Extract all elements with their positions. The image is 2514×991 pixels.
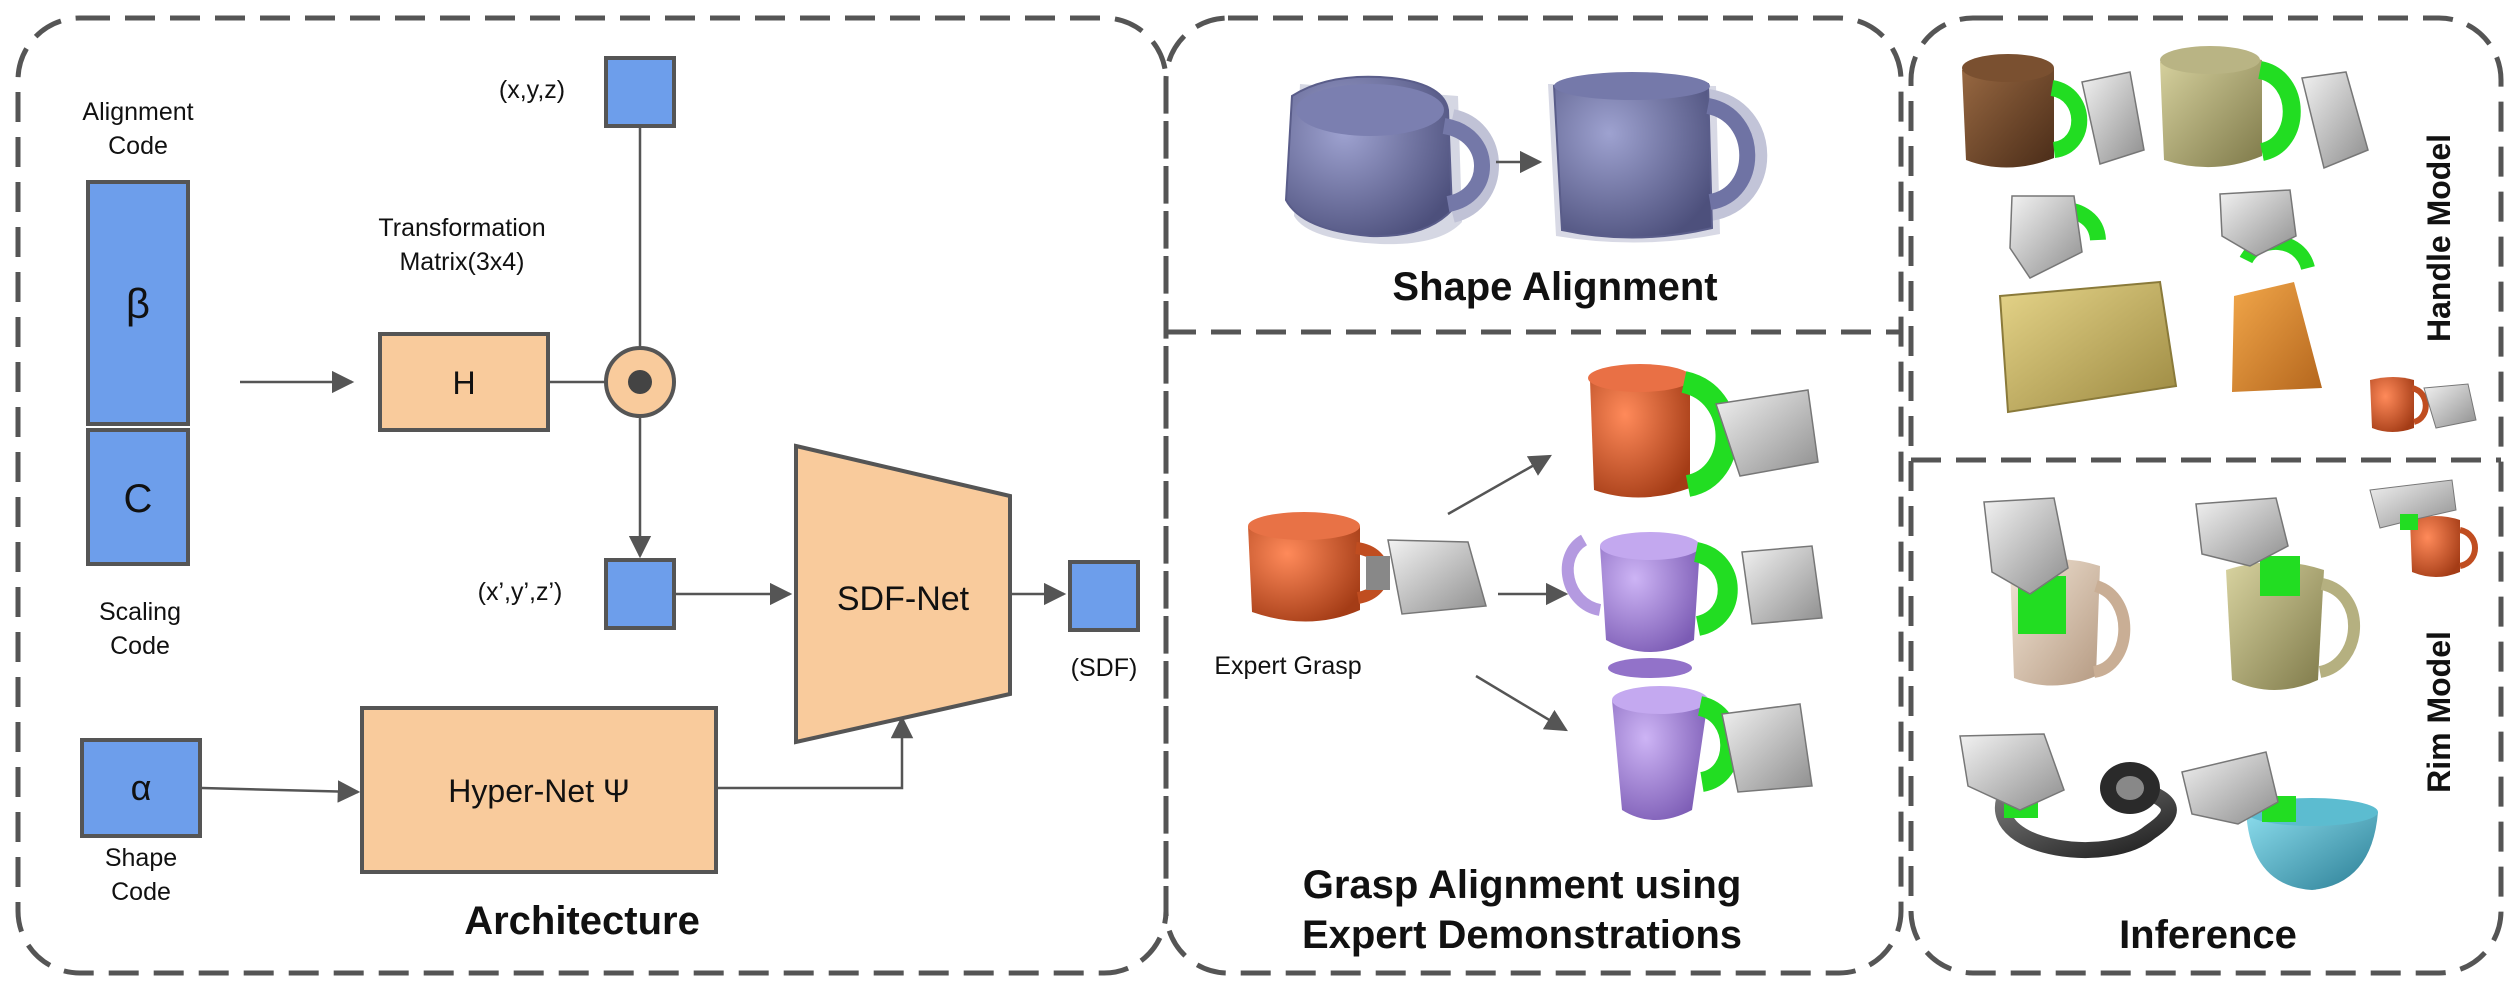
alignment-code-label-line1: Alignment bbox=[82, 98, 193, 126]
alignment-panel-border bbox=[1163, 15, 1904, 976]
h-matrix-box bbox=[378, 332, 550, 432]
handle-amber-bag bbox=[2219, 189, 2322, 392]
inference-section: Handle Model Rim Model Inference bbox=[1959, 46, 2478, 957]
expert-grasp-label: Expert Grasp bbox=[1214, 652, 1361, 680]
shape-code-label-line1: Shape bbox=[105, 844, 177, 872]
grasp-alignment-title-line2: Expert Demonstrations bbox=[1302, 913, 1742, 957]
h-label: H bbox=[452, 365, 475, 401]
shape-code-label-line2: Code bbox=[111, 878, 171, 906]
handle-small-orange-mug bbox=[2370, 377, 2477, 432]
sdf-output-label: (SDF) bbox=[1071, 654, 1138, 682]
alpha-code-box bbox=[80, 738, 202, 838]
architecture-diagram: β C Alignment Code Scaling Code Transfor… bbox=[80, 56, 1140, 943]
xyz-input-box bbox=[604, 56, 676, 128]
transferred-grasp-orange-mug bbox=[1588, 364, 1819, 498]
sdf-output-box bbox=[1068, 560, 1140, 632]
scaling-code-label-line1: Scaling bbox=[99, 598, 181, 626]
xyz-prime-label: (x’,y’,z’) bbox=[478, 578, 563, 606]
transferred-grasp-purple-mug bbox=[1561, 532, 1823, 678]
grasp-arrow-bottom bbox=[1475, 674, 1568, 732]
hyper-net-label: Hyper-Net Ψ bbox=[448, 773, 629, 809]
c-code-box bbox=[86, 428, 190, 566]
hyper-net-box bbox=[360, 706, 718, 874]
c-symbol: C bbox=[124, 477, 153, 521]
rim-olive-mug bbox=[2195, 497, 2361, 690]
inference-title: Inference bbox=[2119, 913, 2297, 957]
alpha-to-hyper-arrow bbox=[201, 780, 361, 803]
handle-gold-bag bbox=[1998, 195, 2178, 414]
shape-alignment-section: Shape Alignment bbox=[1284, 72, 1768, 309]
rim-dark-headphones bbox=[1959, 733, 2177, 858]
expert-grasp-render bbox=[1248, 512, 1487, 622]
grasp-alignment-section: Expert Grasp Grasp Alignment using bbox=[1214, 364, 1823, 957]
handle-olive-mug bbox=[2160, 46, 2369, 170]
product-operator-dot bbox=[628, 370, 652, 394]
grasp-arrow-top bbox=[1447, 454, 1552, 516]
sdf-net-trapezoid bbox=[794, 443, 1012, 745]
handle-model-label: Handle Model bbox=[2421, 134, 2457, 342]
beta-code-box bbox=[86, 180, 190, 426]
inference-panel-border bbox=[1908, 15, 2504, 976]
aligned-mug-render bbox=[1548, 72, 1768, 243]
alignment-code-label-line2: Code bbox=[108, 132, 168, 160]
transferred-grasp-purple-cup bbox=[1612, 686, 1813, 820]
hyper-to-sdf-arrow bbox=[716, 715, 914, 790]
grasp-alignment-title-line1: Grasp Alignment using bbox=[1303, 863, 1742, 907]
rim-small-orange-mug bbox=[2369, 479, 2478, 577]
rim-model-label: Rim Model bbox=[2421, 631, 2457, 793]
xyz-label: (x,y,z) bbox=[499, 76, 565, 104]
alpha-symbol: α bbox=[131, 767, 152, 808]
rim-beige-mug bbox=[1983, 497, 2131, 686]
transformation-label-line2: Matrix(3x4) bbox=[399, 248, 524, 276]
beta-symbol: β bbox=[126, 280, 150, 327]
architecture-title: Architecture bbox=[464, 899, 700, 943]
sdf-net-label: SDF-Net bbox=[837, 580, 970, 618]
transformation-label-line1: Transformation bbox=[378, 214, 545, 242]
handle-wooden-mug bbox=[1962, 54, 2145, 168]
source-mug-render bbox=[1284, 75, 1499, 245]
panel-borders bbox=[15, 15, 2504, 976]
scaling-code-label-line2: Code bbox=[110, 632, 170, 660]
xyz-prime-box bbox=[604, 558, 676, 630]
rim-teal-bowl bbox=[2181, 751, 2378, 890]
shape-alignment-title: Shape Alignment bbox=[1392, 265, 1717, 309]
